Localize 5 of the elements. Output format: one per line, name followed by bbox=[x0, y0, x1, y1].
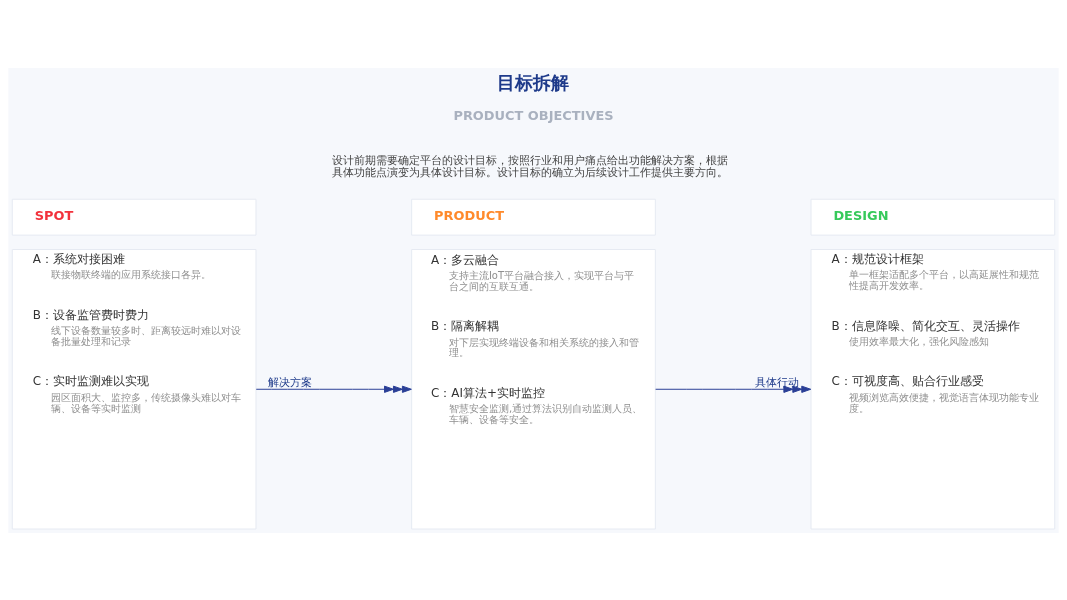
edge-label: 具体行动 bbox=[755, 375, 800, 389]
diagram-title: 目标拆解 bbox=[497, 71, 570, 93]
label: PRODUCT OBJECTIVES bbox=[453, 107, 614, 123]
label: 设计前期需要确定平台的设计目标，按照行业和用户痛点给出功能解决方案，根据具体功能点演变为具体设计目标。设计目标的确立为后续设计工作提供主要方向。 bbox=[331, 153, 728, 179]
edge-label: 解决方案 bbox=[267, 375, 312, 389]
